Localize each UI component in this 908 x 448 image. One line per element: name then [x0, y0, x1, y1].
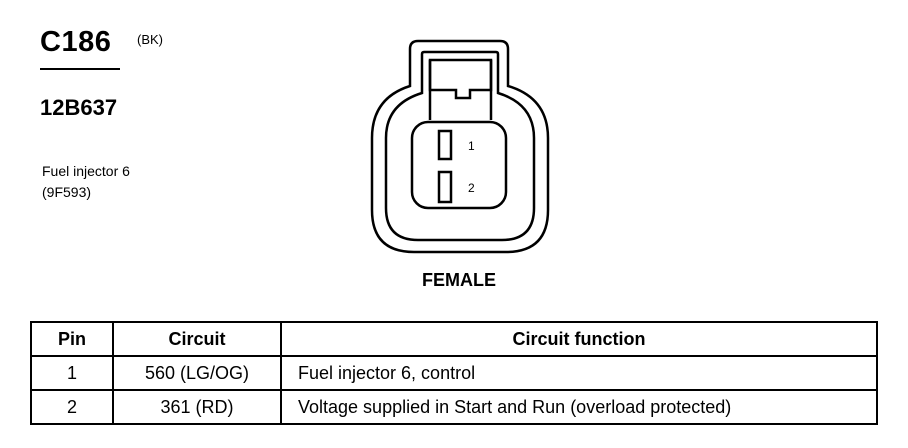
component-description: Fuel injector 6 (9F593)	[42, 161, 130, 203]
pin-label-2: 2	[468, 181, 475, 195]
connector-id-underline	[40, 68, 120, 70]
connector-color-code: (BK)	[137, 32, 163, 47]
connector-inner-housing	[384, 50, 536, 242]
header-circuit: Circuit	[112, 321, 282, 357]
pin-cavity-2	[437, 170, 453, 204]
header-pin: Pin	[30, 321, 114, 357]
pin-cavity-1	[437, 129, 453, 161]
connector-id: C186	[40, 26, 112, 58]
table-row: 1 560 (LG/OG) Fuel injector 6, control	[30, 355, 878, 391]
table-row: 2 361 (RD) Voltage supplied in Start and…	[30, 389, 878, 425]
component-name: Fuel injector 6	[42, 163, 130, 179]
part-number: 12B637	[40, 95, 118, 120]
connector-gender-label: FEMALE	[422, 270, 496, 290]
table-header-row: Pin Circuit Circuit function	[30, 321, 878, 357]
circuit-function-cell: Voltage supplied in Start and Run (overl…	[280, 389, 878, 425]
circuit-cell: 560 (LG/OG)	[112, 355, 282, 391]
header-circuit-function: Circuit function	[280, 321, 878, 357]
locking-tab	[428, 58, 493, 100]
pin-face	[410, 120, 508, 210]
connector-outer-housing	[370, 39, 550, 254]
circuit-cell: 361 (RD)	[112, 389, 282, 425]
connector-face-diagram: 1 2	[370, 39, 550, 254]
pin-cell: 2	[30, 389, 114, 425]
pin-table: Pin Circuit Circuit function 1 560 (LG/O…	[30, 321, 878, 425]
circuit-function-cell: Fuel injector 6, control	[280, 355, 878, 391]
pin-cell: 1	[30, 355, 114, 391]
component-code: (9F593)	[42, 184, 92, 200]
pin-label-1: 1	[468, 139, 475, 153]
